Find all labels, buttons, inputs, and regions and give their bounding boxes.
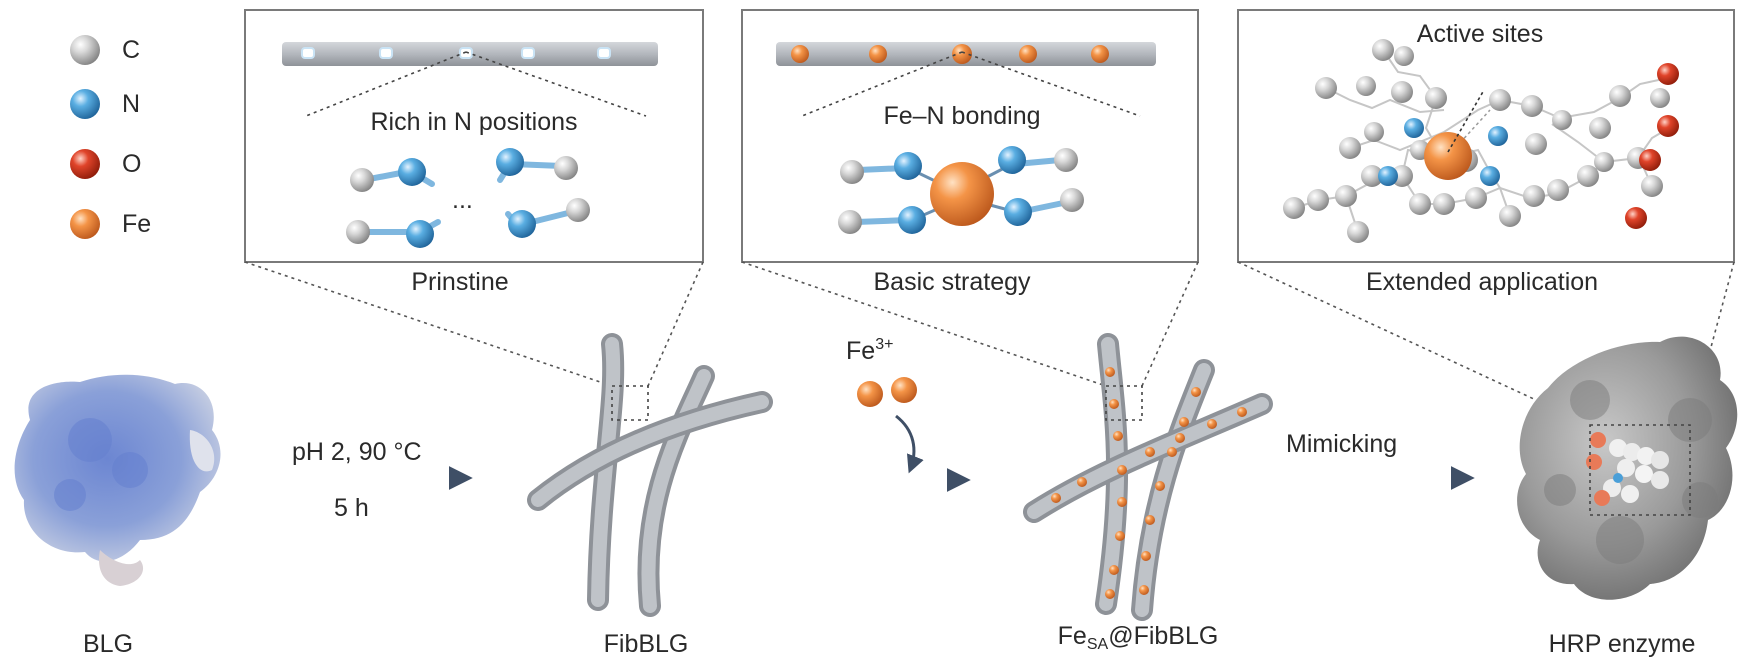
fe-ion-charge: 3+: [875, 336, 894, 353]
legend-carbon-atom: [70, 35, 100, 65]
fe-ion-atom-1: [857, 381, 883, 407]
fe-ion-label: Fe3+: [846, 336, 893, 366]
condition-temperature: pH 2, 90 °C: [292, 438, 422, 466]
fesa-fibblg-label: FeSA@FibBLG: [1058, 622, 1219, 654]
blg-label: BLG: [82, 630, 134, 658]
hrp-enzyme-surface: [1517, 336, 1738, 600]
basic-caption: Fe–N bonding: [883, 102, 1041, 130]
mimicking-label: Mimicking: [1286, 430, 1398, 458]
n-fragments: [346, 148, 590, 248]
legend-label-carbon: C: [122, 36, 141, 64]
fesa-tail: @FibBLG: [1108, 622, 1219, 650]
basic-title: Basic strategy: [873, 268, 1031, 296]
legend-label-iron: Fe: [122, 210, 152, 238]
pristine-fiber-segment: [282, 42, 658, 66]
heme-active-site-structure: [1283, 39, 1679, 243]
active-site-iron-atom: [1424, 132, 1472, 180]
single-atom-fe-sites: [1051, 367, 1247, 599]
legend-nitrogen-atom: [70, 89, 100, 119]
fe-loaded-fiber-segment: [776, 42, 1156, 66]
extended-title: Extended application: [1365, 268, 1599, 296]
hrp-zoom-box: [1589, 424, 1691, 516]
fibblg-label: FibBLG: [603, 630, 689, 658]
fibblg-fibers: [527, 333, 773, 617]
heme-in-pocket: [1586, 432, 1669, 506]
blg-protein-surface: [14, 374, 221, 586]
legend-label-nitrogen: N: [122, 90, 141, 118]
panel-extended-box: [1237, 9, 1735, 263]
prinstine-caption: Rich in N positions: [370, 108, 578, 136]
prinstine-ellipsis: ...: [452, 186, 473, 214]
fesa-main: Fe: [1057, 622, 1087, 650]
prinstine-title: Prinstine: [411, 268, 509, 296]
legend: [70, 35, 100, 239]
fe-ion-symbol: Fe: [846, 337, 876, 365]
iron-center-atom: [930, 162, 994, 226]
fe-n-bonding-complex: [838, 146, 1084, 234]
legend-iron-atom: [70, 209, 100, 239]
fesa-subscript: SA: [1086, 636, 1109, 653]
fesa-fibblg-fibers: [1023, 333, 1273, 621]
extended-caption: Active sites: [1416, 20, 1544, 48]
condition-time: 5 h: [334, 494, 369, 522]
fe-ion-atom-2: [891, 377, 917, 403]
legend-label-oxygen: O: [122, 150, 142, 178]
fe-addition-arrow: [895, 414, 924, 474]
legend-oxygen-atom: [70, 149, 100, 179]
hrp-enzyme-label: HRP enzyme: [1548, 630, 1696, 658]
